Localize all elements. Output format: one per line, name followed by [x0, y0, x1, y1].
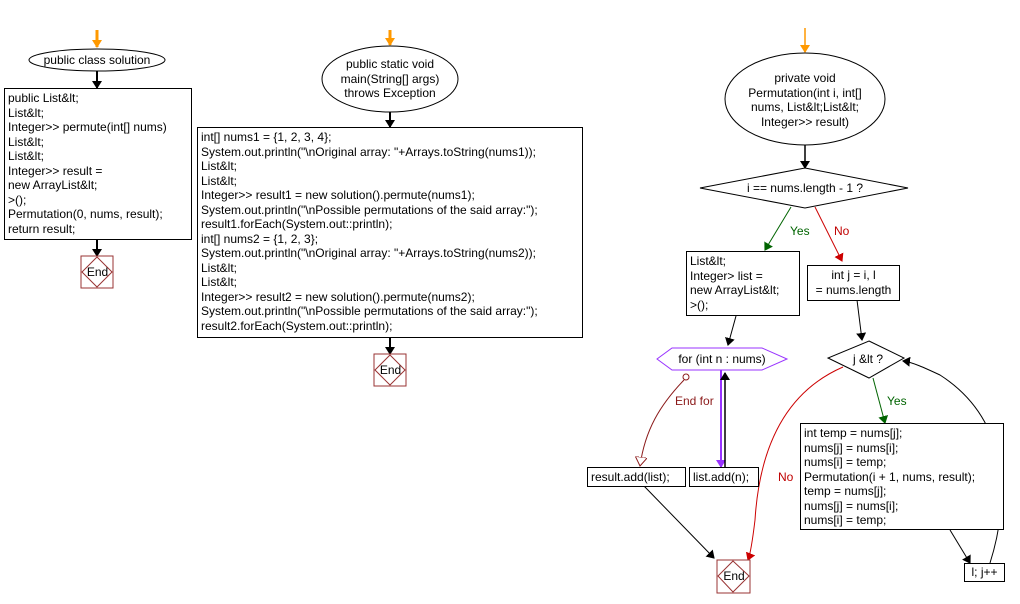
code-line: Integer>> permute(int[] nums) [8, 120, 167, 134]
class-start-label: public class solution [43, 53, 151, 67]
perm-start-line: Integer>> result) [760, 114, 850, 129]
no-branch-line [814, 206, 844, 262]
loop-label: for (int n : nums) [678, 352, 766, 366]
permutation-start-label: private void Permutation(int i, int[] nu… [725, 71, 885, 129]
class-end-box [80, 255, 114, 289]
code-line: System.out.println("\nOriginal array: "+… [201, 246, 536, 260]
code-line: Integer>> result1 = new solution().permu… [201, 188, 475, 202]
class-body-box: public List&lt; List&lt; Integer>> permu… [4, 88, 192, 240]
code-line: System.out.println("\nPossible permutati… [201, 202, 538, 217]
code-line: int temp = nums[j]; [804, 426, 903, 440]
class-end-label: End [86, 265, 109, 279]
code-line: new ArrayList&lt; [690, 283, 780, 297]
inner-decision-label: j &lt ? [852, 352, 883, 366]
code-line: List&lt; [690, 254, 727, 268]
class-end-diamond [81, 256, 113, 288]
code-line: result2.forEach(System.out::println); [201, 318, 393, 333]
swap-to-increment [949, 529, 971, 564]
increment-box: l; j++ [964, 563, 1005, 582]
inner-no-line [745, 366, 844, 561]
code-line: Permutation(i + 1, nums, result); [804, 469, 976, 484]
code-line: nums[i] = temp; [804, 513, 887, 527]
yesbox-to-loop [725, 315, 737, 346]
code-line: Integer>> result2 = new solution().permu… [201, 289, 475, 304]
code-line: return result; [8, 221, 76, 236]
yes-branch-line [764, 206, 792, 251]
code-line: List&lt; [8, 134, 45, 149]
result-add-box: result.add(list); [587, 467, 686, 487]
list-add-box: list.add(n); [689, 467, 759, 487]
main-body-box: int[] nums1 = {1, 2, 3, 4}; System.out.p… [197, 127, 583, 338]
code-line: l; j++ [971, 565, 998, 579]
code-line: Permutation(0, nums, result); [8, 207, 163, 221]
code-line: Integer>> result = [8, 163, 103, 178]
result-add-to-end [643, 485, 715, 559]
code-line: System.out.println("\nPossible permutati… [201, 304, 538, 318]
code-line: List&lt; [201, 260, 238, 275]
main-start-label: public static void main(String[] args) t… [322, 57, 458, 101]
code-line: = nums.length [815, 282, 892, 297]
code-line: public List&lt; [8, 91, 79, 105]
main-start-line: throws Exception [344, 86, 436, 100]
code-line: System.out.println("\nOriginal array: "+… [201, 144, 536, 159]
yes-label: Yes [790, 224, 810, 238]
decision-label: i == nums.length - 1 ? [746, 181, 864, 195]
code-line: list.add(n); [693, 470, 750, 484]
code-line: new ArrayList&lt; [8, 178, 98, 192]
end-for-port [682, 373, 690, 381]
main-start-line: public static void [345, 57, 435, 71]
code-line: int[] nums2 = {1, 2, 3}; [201, 231, 319, 246]
main-end-label: End [379, 363, 402, 377]
code-line: nums[j] = nums[i]; [804, 440, 899, 455]
code-line: >(); [690, 297, 709, 312]
code-line: List&lt; [201, 173, 238, 188]
code-line: result.add(list); [591, 470, 670, 484]
inner-yes-line [872, 377, 889, 424]
code-line: List&lt; [201, 275, 238, 289]
init-j-box: int j = i, l = nums.length [807, 265, 900, 301]
inner-decision-diamond [826, 340, 906, 379]
code-line: temp = nums[j]; [804, 484, 887, 498]
perm-end-label: End [723, 569, 745, 583]
main-start-line: main(String[] args) [340, 71, 440, 86]
inner-yes-label: Yes [887, 394, 907, 408]
code-line: int[] nums1 = {1, 2, 3, 4}; [201, 130, 332, 144]
decision-diamond [699, 167, 909, 209]
end-for-label: End for [675, 394, 714, 408]
loop-hexagon [656, 347, 789, 371]
perm-start-line: nums, List&lt;List&lt; [750, 100, 860, 114]
nobox-to-inner-decision [856, 299, 867, 341]
code-line: int j = i, l [831, 268, 876, 282]
inner-no-label: No [778, 470, 794, 484]
perm-start-line: Permutation(int i, int[] [748, 85, 862, 100]
perm-start-line: private void [774, 71, 836, 85]
code-line: List&lt; [8, 149, 45, 163]
perm-end-box [716, 559, 751, 594]
perm-end-diamond [717, 560, 750, 593]
main-end-box [373, 353, 407, 387]
code-line: result1.forEach(System.out::println); [201, 217, 393, 231]
code-line: List&lt; [8, 105, 45, 120]
swap-box: int temp = nums[j]; nums[j] = nums[i]; n… [800, 423, 1004, 530]
main-end-diamond [374, 354, 406, 386]
code-line: List&lt; [201, 159, 238, 173]
code-line: nums[i] = temp; [804, 455, 887, 469]
code-line: Integer> list = [690, 268, 763, 283]
create-list-box: List&lt; Integer> list = new ArrayList&l… [686, 251, 800, 316]
code-line: nums[j] = nums[i]; [804, 498, 899, 513]
end-for-line [640, 379, 685, 466]
no-label: No [834, 224, 850, 238]
code-line: >(); [8, 192, 27, 207]
